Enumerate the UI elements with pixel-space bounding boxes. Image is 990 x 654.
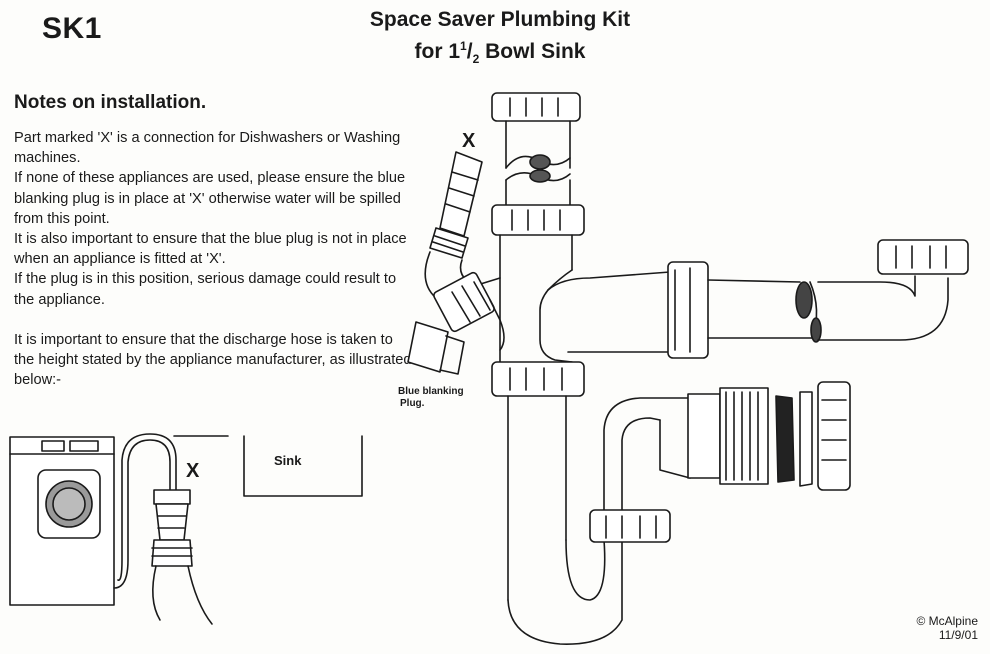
title-line-1: Space Saver Plumbing Kit (369, 8, 631, 31)
note-paragraph: If the plug is in this position, serious… (14, 271, 397, 308)
trap-outlet (660, 382, 850, 490)
connection-x-label: X (462, 130, 476, 152)
washing-machine (10, 437, 114, 605)
side-arm (548, 240, 968, 358)
bottle-trap (508, 396, 690, 644)
sink-outline (174, 436, 362, 496)
title-line-2: for 11/2 Bowl Sink (300, 33, 700, 73)
note-paragraph: It is also important to ensure that the … (14, 231, 407, 268)
copyright-date: 11/9/01 (938, 628, 978, 642)
tee-body (500, 235, 572, 365)
title-prefix: for 1 (414, 40, 461, 63)
note-paragraph: Part marked 'X' is a connection for Dish… (14, 130, 401, 167)
installation-notes: Part marked 'X' is a connection for Dish… (14, 128, 414, 390)
lower-nut (492, 362, 584, 396)
appliance-x-label: X (186, 460, 200, 482)
appliance-spigot (425, 152, 504, 350)
title-suffix: Bowl Sink (479, 40, 586, 63)
note-paragraph: If none of these appliances are used, pl… (14, 170, 406, 227)
copyright: © McAlpine 11/9/01 (900, 614, 978, 642)
sink-label: Sink (274, 453, 302, 468)
copyright-holder: © McAlpine (916, 614, 978, 628)
blue-plug-label-line2: Plug. (400, 398, 425, 409)
blue-plug-label-line1: Blue blanking (398, 386, 464, 397)
discharge-hose (114, 434, 212, 624)
mid-nut (492, 205, 584, 235)
top-nut (492, 93, 580, 121)
product-code: SK1 (42, 12, 102, 45)
blue-blanking-plug (408, 322, 464, 374)
blue-plug-label: Blue blanking Plug. (398, 386, 464, 410)
page-title: Space Saver Plumbing Kit for 11/2 Bowl S… (300, 6, 700, 73)
fraction-denominator: 2 (472, 52, 480, 67)
title-fraction: 1/2 (460, 39, 480, 67)
fraction-numerator: 1 (460, 39, 467, 53)
note-paragraph: It is important to ensure that the disch… (14, 331, 412, 389)
upper-pipe (506, 121, 570, 206)
notes-heading: Notes on installation. (14, 92, 207, 113)
